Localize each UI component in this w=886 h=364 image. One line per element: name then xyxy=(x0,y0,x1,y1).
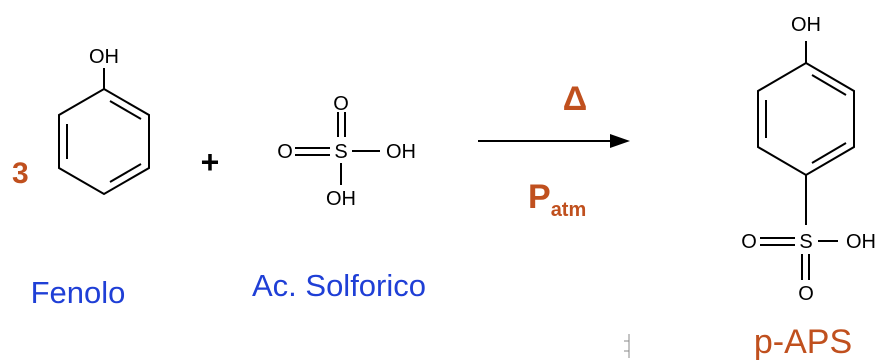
reaction-arrow xyxy=(478,134,630,148)
product-bottom-oxygen: O xyxy=(798,283,814,305)
sulfuric-acid-name: Ac. Solforico xyxy=(252,268,426,303)
product-sulfur: S xyxy=(799,231,812,253)
sulfuric-top-oxygen: O xyxy=(333,93,349,115)
sulfuric-left-oxygen: O xyxy=(277,141,293,163)
stoichiometric-coefficient: 3 xyxy=(12,157,29,190)
product-double-bond xyxy=(811,74,847,96)
sulfuric-sulfur: S xyxy=(334,141,347,163)
phenol-double-bond xyxy=(109,163,142,183)
product-right-hydroxyl: OH xyxy=(846,231,876,253)
phenol-double-bond xyxy=(109,100,142,120)
sulfuric-right-hydroxyl: OH xyxy=(386,141,416,163)
phenol-structure xyxy=(58,68,150,196)
heat-symbol: Δ xyxy=(563,80,587,118)
sulfuric-bottom-hydroxyl: OH xyxy=(326,188,356,210)
pressure-base: P xyxy=(528,178,551,216)
product-ring xyxy=(757,61,855,177)
pressure-subscript: atm xyxy=(551,199,587,221)
pressure-condition: Patm xyxy=(528,178,586,221)
phenol-oh-label: OH xyxy=(89,46,119,68)
product-top-hydroxyl: OH xyxy=(791,14,821,36)
product-name: p-APS xyxy=(754,323,852,361)
plus-sign: + xyxy=(201,144,220,180)
sulfuric-acid-structure xyxy=(295,112,380,185)
product-double-bond xyxy=(811,142,847,164)
phenol-name: Fenolo xyxy=(31,275,126,310)
product-structure xyxy=(757,41,855,280)
stray-mark xyxy=(624,334,630,358)
arrow-head xyxy=(610,134,630,148)
phenol-ring xyxy=(58,87,150,196)
product-left-oxygen: O xyxy=(741,231,757,253)
